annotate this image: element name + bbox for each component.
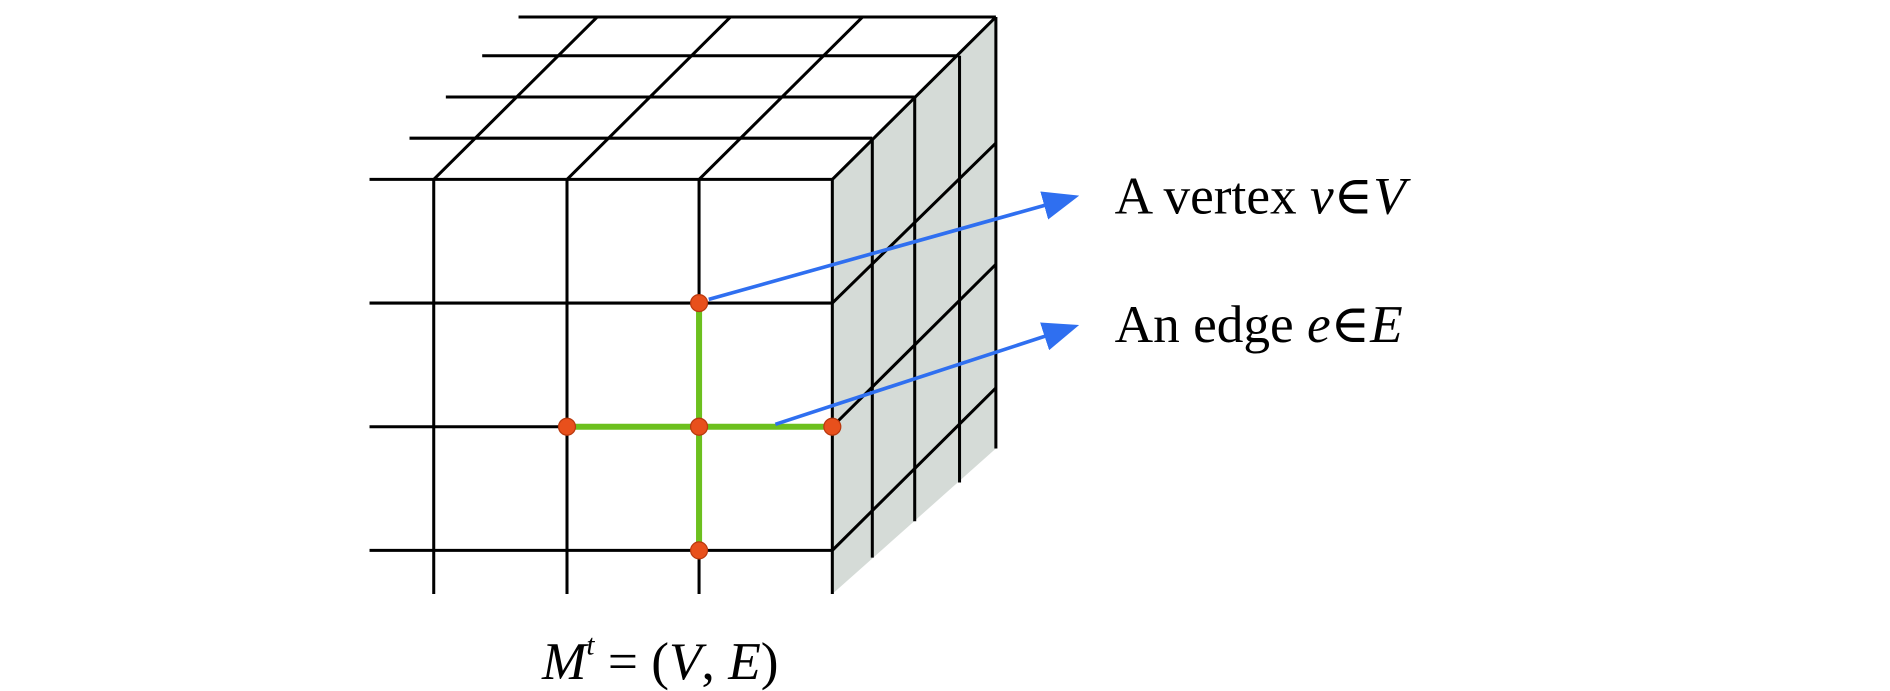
vertex-label: A vertex v∈V — [1115, 165, 1411, 225]
vertex-dot — [557, 417, 577, 436]
vertex-label-prefix: A vertex — [1115, 165, 1310, 225]
vertex-arrow — [708, 191, 1080, 302]
vertex-dot — [689, 417, 709, 436]
mesh-formula: Mt = (V, E) — [541, 630, 779, 691]
edge-arrow — [774, 322, 1080, 427]
vertex-set: V — [1373, 165, 1411, 225]
edge-set: E — [1369, 294, 1403, 354]
mesh-comma: , — [702, 631, 729, 691]
vertex-dot — [823, 417, 842, 436]
vertex-dot — [689, 541, 709, 560]
cube-grid — [369, 15, 998, 595]
mesh-symbol: M — [541, 631, 589, 691]
edge-label: An edge e∈E — [1115, 294, 1403, 354]
element-of-symbol: ∈ — [1334, 165, 1373, 225]
edge-label-prefix: An edge — [1115, 294, 1307, 354]
vertex-var: v — [1310, 165, 1334, 225]
vertex-dot — [689, 293, 709, 313]
mesh-eq: = ( — [595, 631, 669, 691]
mesh-e: E — [727, 631, 761, 691]
vertices — [557, 293, 842, 560]
arrows — [708, 191, 1080, 427]
mesh-superscript: t — [586, 630, 595, 662]
element-of-symbol: ∈ — [1331, 294, 1370, 354]
edge-var: e — [1307, 294, 1331, 354]
mesh-v: V — [669, 631, 707, 691]
mesh-close: ) — [761, 631, 779, 691]
